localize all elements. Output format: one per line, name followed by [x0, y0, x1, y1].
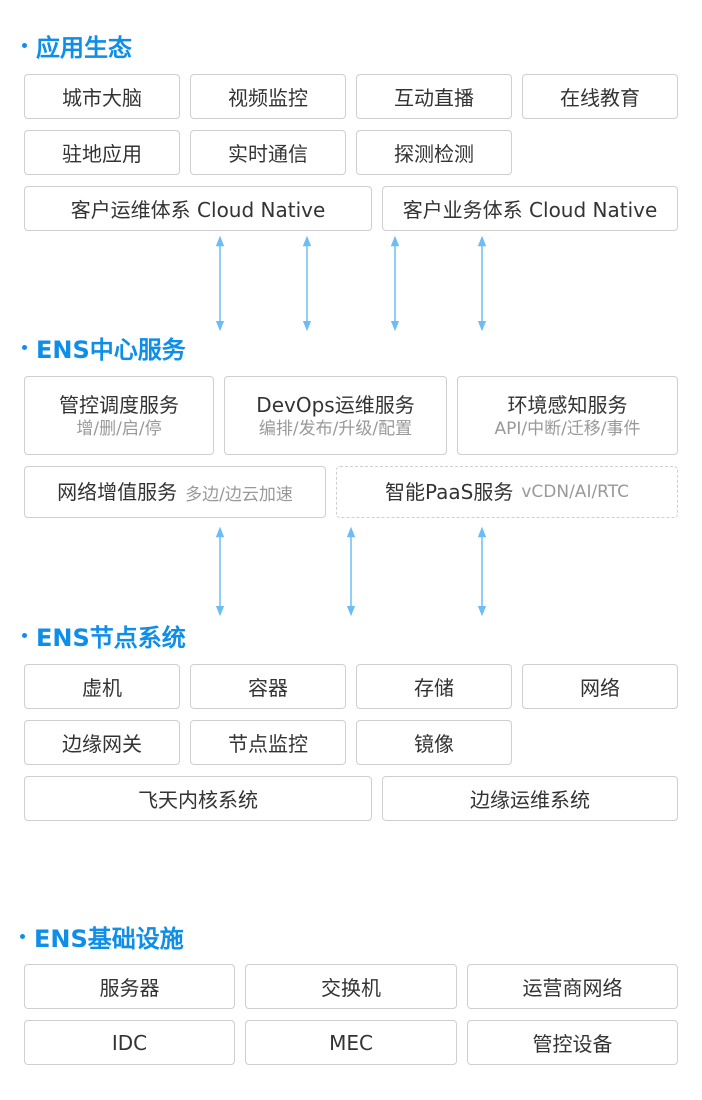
section-title-center: ENS中心服务 [22, 330, 186, 365]
section-title-text: ENS节点系统 [36, 624, 186, 652]
box-label: 智能PaaS服务 [384, 480, 514, 504]
box-label: 环境感知服务 [507, 392, 628, 417]
section-title-node: ENS节点系统 [22, 618, 186, 653]
box-label: 客户运维体系 Cloud Native [70, 198, 326, 222]
section-title-infra: ENS基础设施 [20, 919, 184, 954]
node-monitoring: 节点监控 [190, 720, 346, 765]
app-realtime-comm: 实时通信 [190, 130, 346, 175]
box-label: 交换机 [321, 976, 381, 1000]
box-label: 存储 [414, 676, 454, 700]
app-interactive-live: 互动直播 [356, 74, 512, 119]
section-title-text: 应用生态 [36, 34, 132, 62]
mgmt-scheduling-service: 管控调度服务 增/删/启/停 [24, 376, 214, 455]
app-online-education: 在线教育 [522, 74, 678, 119]
node-storage: 存储 [356, 664, 512, 709]
network-vas-service: 网络增值服务 多边/边云加速 [24, 466, 326, 518]
env-awareness-service: 环境感知服务 API/中断/迁移/事件 [457, 376, 678, 455]
customer-ops-system: 客户运维体系 Cloud Native [24, 186, 372, 231]
box-label: 探测检测 [394, 142, 474, 166]
box-label: 运营商网络 [522, 976, 623, 1000]
box-label: IDC [111, 1030, 148, 1055]
box-label: 客户业务体系 Cloud Native [402, 198, 658, 222]
app-detection: 探测检测 [356, 130, 512, 175]
customer-business-system: 客户业务体系 Cloud Native [382, 186, 678, 231]
box-label: 驻地应用 [62, 142, 142, 166]
box-label: 边缘网关 [62, 732, 142, 756]
node-apsara-kernel: 飞天内核系统 [24, 776, 372, 821]
node-vm: 虚机 [24, 664, 180, 709]
node-image: 镜像 [356, 720, 512, 765]
box-label: DevOps运维服务 [256, 392, 415, 417]
box-label: 互动直播 [394, 86, 474, 110]
box-label: 节点监控 [228, 732, 308, 756]
box-label: 管控调度服务 [59, 392, 179, 417]
box-sublabel: 增/删/启/停 [76, 418, 162, 439]
infra-server: 服务器 [24, 964, 235, 1009]
box-label: 视频监控 [228, 86, 308, 110]
devops-service: DevOps运维服务 编排/发布/升级/配置 [224, 376, 447, 455]
node-container: 容器 [190, 664, 346, 709]
smart-paas-service: 智能PaaS服务 vCDN/AI/RTC [336, 466, 678, 518]
app-city-brain: 城市大脑 [24, 74, 180, 119]
box-label: MEC [329, 1030, 373, 1055]
bullet-dot-icon [22, 633, 27, 638]
box-label: 实时通信 [228, 142, 308, 166]
infra-switch: 交换机 [245, 964, 457, 1009]
box-sublabel: 多边/边云加速 [185, 484, 293, 505]
bullet-dot-icon [20, 934, 25, 939]
section-title-text: ENS基础设施 [34, 925, 184, 953]
infra-mec: MEC [245, 1020, 457, 1065]
infra-idc: IDC [24, 1020, 235, 1065]
box-sublabel: API/中断/迁移/事件 [494, 418, 641, 439]
box-label: 管控设备 [532, 1032, 613, 1056]
box-label: 镜像 [414, 732, 454, 756]
box-label: 在线教育 [560, 86, 640, 110]
infra-carrier-network: 运营商网络 [467, 964, 678, 1009]
section-title-ecosystem: 应用生态 [22, 28, 132, 63]
node-network: 网络 [522, 664, 678, 709]
box-sublabel: vCDN/AI/RTC [521, 482, 630, 502]
app-onsite: 驻地应用 [24, 130, 180, 175]
box-label: 服务器 [99, 976, 160, 1000]
section-title-text: ENS中心服务 [36, 336, 186, 364]
box-label: 城市大脑 [62, 86, 142, 110]
node-edge-ops-system: 边缘运维系统 [382, 776, 678, 821]
box-sublabel: 编排/发布/升级/配置 [258, 418, 413, 439]
app-video-surveillance: 视频监控 [190, 74, 346, 119]
box-label: 容器 [248, 676, 288, 700]
infra-mgmt-device: 管控设备 [467, 1020, 678, 1065]
node-edge-gateway: 边缘网关 [24, 720, 180, 765]
bullet-dot-icon [22, 43, 27, 48]
box-label: 边缘运维系统 [470, 788, 590, 812]
box-label: 飞天内核系统 [138, 788, 258, 812]
box-label: 网络 [580, 676, 620, 700]
bullet-dot-icon [22, 345, 27, 350]
box-label: 虚机 [82, 676, 122, 700]
box-label: 网络增值服务 [57, 480, 178, 504]
